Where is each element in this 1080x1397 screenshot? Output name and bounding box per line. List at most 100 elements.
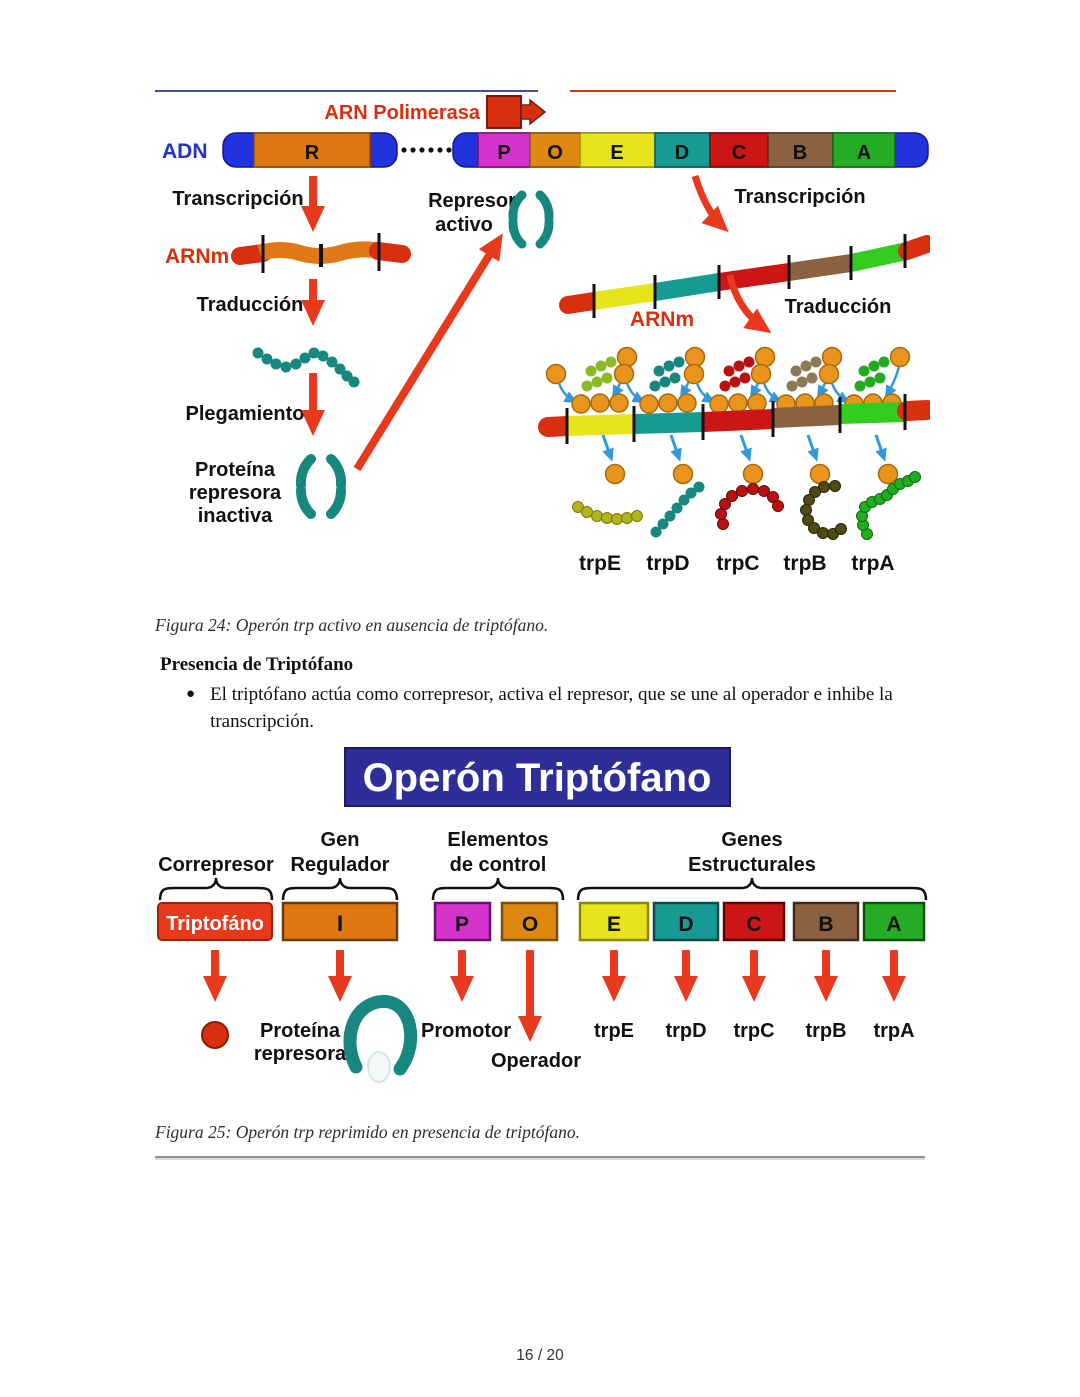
block-a-label: A: [886, 913, 901, 936]
rna-polymerase-arrow-icon: [520, 98, 547, 126]
block-c-label: C: [746, 913, 761, 936]
activation-arrow: [353, 233, 503, 472]
promotor-label: Promotor: [421, 1020, 511, 1042]
product-chain-trpC: [715, 483, 784, 530]
gene-letter-b: B: [793, 142, 807, 164]
bullet-item: ● El triptófano actúa como correpresor, …: [186, 681, 902, 735]
inactive-repressor: Proteína represora inactiva: [189, 454, 347, 527]
block-b-label: B: [818, 913, 833, 936]
gene-block-b: [767, 132, 834, 168]
estructurales-group-label-line1: Genes: [721, 829, 782, 851]
traduccion-right-label: Traducción: [785, 296, 892, 318]
arnm-right-group: ARNm Traducción: [559, 234, 930, 334]
adn-label: ADN: [162, 140, 208, 163]
inactive-repressor-protein-icon: [295, 454, 347, 519]
block-triptofano: [157, 902, 273, 941]
traduccion-left-label: Traducción: [197, 294, 304, 316]
bullet-text: El triptófano actúa como correpresor, ac…: [210, 684, 893, 732]
gene-block-c: [709, 132, 769, 168]
block-p-label: P: [455, 913, 469, 936]
block-i: [281, 901, 399, 942]
block-triptofano-label: Triptofáno: [166, 913, 264, 935]
bullet-marker: ●: [186, 686, 196, 702]
block-a: [862, 901, 926, 942]
figure-24-caption: Figura 24: Operón trp activo en ausencia…: [155, 615, 549, 635]
dna-dotted-link: [401, 147, 452, 153]
operon-blocks: Triptofáno I P O E D C B A: [157, 901, 926, 942]
block-e-label: E: [607, 913, 621, 936]
trp-label-trpB: trpB: [805, 1020, 846, 1042]
arn-polimerasa-label: ARN Polimerasa: [324, 102, 480, 124]
section-heading: Presencia de Triptófano: [160, 654, 354, 675]
control-group-label-line2: de control: [450, 854, 547, 876]
repressor-protein-output: Proteína represora: [254, 995, 418, 1083]
transcripcion-left-label: Transcripción: [172, 188, 303, 210]
rna-polymerase-label-group: ARN Polimerasa: [324, 95, 547, 129]
polypeptide-chain: [252, 347, 360, 388]
proteina-represora-line1: Proteína: [195, 459, 276, 481]
block-i-label: I: [337, 911, 343, 936]
figure-24-trp-operon-active-diagram: ARN Polimerasa ADN R P O E D: [155, 90, 930, 575]
tryptophan-molecule-icon: [201, 1021, 229, 1049]
block-c: [722, 901, 786, 942]
translated-arnm-ribbon: [538, 394, 930, 444]
product-label-trpE: trpE: [579, 552, 621, 575]
figure-title-banner: Operón Triptófano: [344, 747, 731, 807]
active-repressor-protein-icon: [508, 190, 554, 249]
product-label-trpB: trpB: [783, 552, 826, 575]
proteina-represora-line3: inactiva: [198, 505, 273, 527]
proteina-label-line1: Proteína: [260, 1020, 341, 1042]
repressor-protein-icon: [343, 995, 418, 1076]
trp-label-trpA: trpA: [873, 1020, 914, 1042]
correpresor-group-label: Correpresor: [158, 854, 274, 876]
block-b: [792, 901, 860, 942]
estructurales-group-label-line2: Estructurales: [688, 854, 816, 876]
operador-label: Operador: [491, 1050, 581, 1072]
block-o-label: O: [522, 913, 538, 936]
block-d-label: D: [678, 913, 693, 936]
represor-activo-line1: Represor: [428, 190, 516, 212]
repressor-binding-site: [367, 1051, 391, 1083]
proteina-label-line2: represora: [254, 1043, 347, 1065]
folding-step: Plegamiento: [186, 373, 325, 436]
trp-gene-labels: trpE trpD trpC trpB trpA: [594, 1020, 915, 1042]
arnm-right-label: ARNm: [630, 308, 694, 331]
dna-strand: ADN R P O E D C B A: [162, 132, 929, 168]
arnm-left-label: ARNm: [165, 245, 229, 268]
trp-label-trpC: trpC: [733, 1020, 774, 1042]
gene-letter-d: D: [675, 142, 689, 164]
trp-label-trpD: trpD: [665, 1020, 706, 1042]
gene-block-a: [832, 132, 896, 168]
gen-group-label-line2: Regulador: [291, 854, 390, 876]
group-labels: Correpresor Gen Regulador Elementos de c…: [158, 829, 816, 876]
block-o: [500, 901, 559, 942]
control-group-label-line1: Elementos: [447, 829, 548, 851]
group-braces: [158, 877, 928, 901]
page-number: 16 / 20: [516, 1347, 564, 1364]
arnm-left-group: ARNm: [165, 233, 411, 273]
product-chain-trpB: [800, 480, 847, 540]
block-d: [652, 901, 720, 942]
translation-right-arrow: [726, 274, 772, 334]
translation-scene: trpE trpD trpC trpB trpA: [538, 348, 930, 575]
product-chain-trpE: [572, 501, 643, 525]
block-arrows: [203, 950, 906, 1042]
gene-letter-o: O: [547, 142, 563, 164]
gene-letter-a: A: [857, 142, 871, 164]
proteina-represora-line2: represora: [189, 482, 282, 504]
transcription-right-arrow: [691, 174, 729, 233]
translation-left: Traducción: [197, 279, 325, 326]
block-p: [433, 901, 492, 942]
active-repressor: Represor activo: [428, 190, 554, 249]
product-label-trpA: trpA: [851, 552, 894, 575]
figure-title: Operón Triptófano: [363, 756, 712, 800]
gene-block-p: [477, 132, 531, 168]
gene-letter-r: R: [305, 142, 320, 164]
product-label-trpC: trpC: [716, 552, 759, 575]
product-label-trpD: trpD: [646, 552, 689, 575]
transcription-right: Transcripción: [691, 174, 866, 233]
transcripcion-right-label: Transcripción: [734, 186, 865, 208]
figure-25-caption: Figura 25: Operón trp reprimido en prese…: [155, 1122, 580, 1142]
figure-25-trp-operon-repressed-diagram: Operón Triptófano Correpresor Gen Regula…: [157, 747, 928, 1083]
